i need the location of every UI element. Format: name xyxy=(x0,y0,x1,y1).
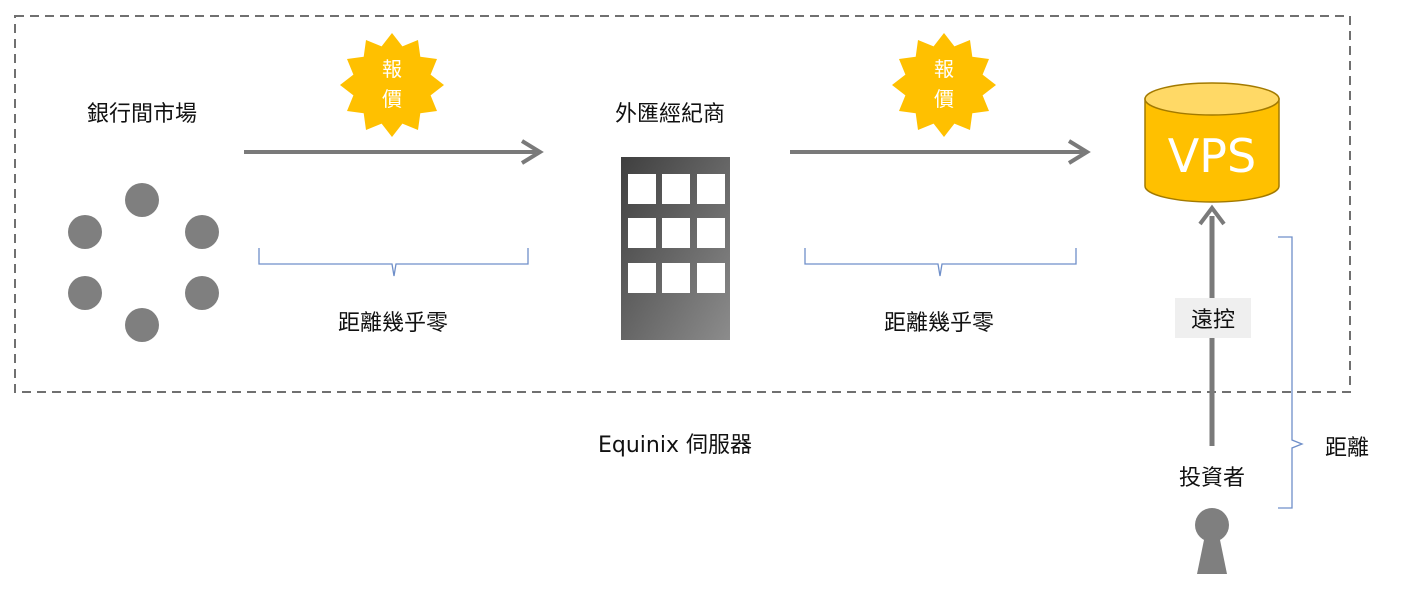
bank-node xyxy=(125,183,159,217)
quote-badge-1: 報 價 xyxy=(340,33,444,137)
equinix-boundary xyxy=(14,15,1351,393)
bank-node xyxy=(68,276,102,310)
investor-person-icon xyxy=(1195,508,1229,574)
distance-zero-label-2: 距離幾乎零 xyxy=(884,311,994,336)
remote-arrow-head xyxy=(1198,204,1226,226)
remote-label-bg xyxy=(1175,298,1251,338)
vps-top xyxy=(1144,82,1280,116)
quote-badge-2-char-2: 價 xyxy=(934,87,954,111)
distance-zero-label-1: 距離幾乎零 xyxy=(338,311,448,336)
vps-body xyxy=(1144,98,1280,203)
distance-brace-1 xyxy=(258,248,529,277)
vps-cylinder: VPS xyxy=(1144,82,1280,203)
distance-brace-right xyxy=(1278,236,1304,509)
bank-node xyxy=(185,215,219,249)
vps-label: VPS xyxy=(1168,129,1256,183)
remote-control-label: 遠控 xyxy=(1191,308,1235,333)
equinix-server-label: Equinix 伺服器 xyxy=(598,433,752,458)
interbank-nodes xyxy=(68,183,219,342)
quote-badge-1-char-2: 價 xyxy=(382,87,402,111)
investor-label: 投資者 xyxy=(1179,466,1245,491)
fx-broker-label: 外匯經紀商 xyxy=(615,102,725,127)
quote-badge-1-char-1: 報 xyxy=(382,57,402,81)
bank-node xyxy=(68,215,102,249)
quote-badge-2: 報 價 xyxy=(892,33,996,137)
bank-node xyxy=(125,308,159,342)
building-windows xyxy=(628,174,725,293)
quote-arrow-1-head xyxy=(520,139,544,165)
broker-building xyxy=(621,157,730,340)
distance-brace-2 xyxy=(804,248,1077,277)
bank-node xyxy=(185,276,219,310)
distance-label: 距離 xyxy=(1325,436,1369,461)
quote-badge-2-char-1: 報 xyxy=(934,57,954,81)
interbank-market-label: 銀行間市場 xyxy=(87,102,197,127)
quote-arrow-2-head xyxy=(1067,139,1091,165)
